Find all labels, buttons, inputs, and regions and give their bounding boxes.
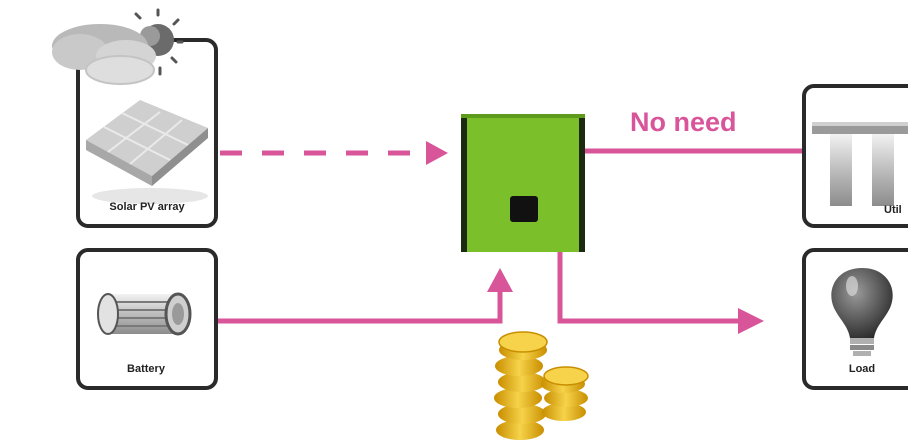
light-bulb-icon (831, 268, 893, 356)
battery-icon (97, 292, 192, 336)
flow-inverter-to-utility: No need (585, 107, 804, 154)
cloud-sun-icon (52, 8, 184, 85)
battery-label: Battery (127, 363, 166, 375)
solar-panel-icon (86, 100, 208, 204)
coins-icon (494, 331, 589, 440)
flow-solar-to-inverter (220, 141, 448, 165)
solar-pv-array-box: Solar PV array (52, 8, 218, 228)
load-box: Load (802, 248, 908, 390)
flow-battery-to-inverter (218, 268, 513, 324)
inverter-icon (461, 114, 585, 252)
utility-grid-box: Util (802, 84, 908, 228)
utility-tower-icon (812, 122, 908, 206)
flow-inverter-to-load (557, 252, 764, 334)
battery-box: Battery (76, 248, 218, 390)
utility-label: Util (884, 204, 902, 216)
load-label: Load (849, 363, 875, 375)
no-need-label: No need (630, 107, 737, 137)
solar-pv-array-label: Solar PV array (109, 201, 185, 213)
